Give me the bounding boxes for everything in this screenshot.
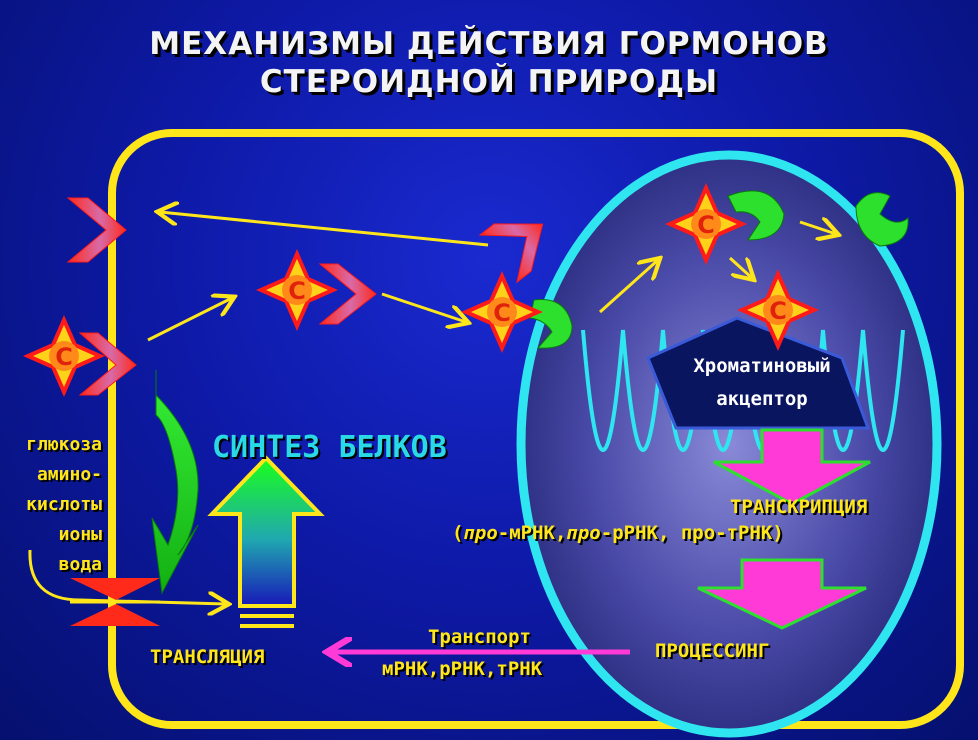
green-curved-arrow <box>151 370 199 595</box>
channel-top <box>70 578 160 600</box>
svg-text:С: С <box>493 299 511 327</box>
title-line-2: СТЕРОИДНОЙ ПРИРОДЫ <box>259 64 719 100</box>
rrna-trna-text: -рРНК, про-тРНК) <box>600 522 784 544</box>
acceptor-arrow <box>728 256 752 278</box>
title-line-1: МЕХАНИЗМЫ ДЕЙСТВИЯ ГОРМОНОВ <box>149 26 829 62</box>
chromatin-acceptor-line1: Хроматиновый <box>693 355 830 377</box>
pro-prefix-2: про <box>566 522 601 544</box>
chevron-left-complex <box>78 332 137 396</box>
pro-prefix-1: про <box>463 522 498 544</box>
processing-label: ПРОЦЕССИНГ <box>655 640 770 662</box>
transcription-label: ТРАНСКРИПЦИЯ <box>730 496 868 518</box>
transport-label-line2: мРНК,рРНК,тРНК <box>382 658 543 680</box>
channel-bottom <box>70 604 160 626</box>
mrna-text: -мРНК, <box>497 522 567 544</box>
svg-text:С: С <box>697 211 715 239</box>
paren-open: ( <box>452 522 464 544</box>
svg-text:С: С <box>288 277 306 305</box>
nutrients-list: глюкоза амино- кислоты ионы вода <box>0 430 102 580</box>
release-arrow <box>799 222 836 234</box>
transport-label-line1: Транспорт <box>428 626 531 648</box>
svg-text:С: С <box>55 343 73 371</box>
transcription-products: (про-мРНК,про-рРНК, про-тРНК) <box>452 522 784 544</box>
transcription-down-arrow <box>713 428 871 506</box>
receptor-free <box>855 192 909 247</box>
chromatin-acceptor-line2: акцептор <box>716 388 808 410</box>
nutrient-path <box>28 549 226 604</box>
receptor-nucleus <box>727 190 785 241</box>
chevron-top-left <box>66 197 127 263</box>
translation-label: ТРАНСЛЯЦИЯ <box>150 646 265 668</box>
protein-synthesis-up-arrow <box>207 455 325 608</box>
svg-text:С: С <box>769 297 787 325</box>
hormone-star-acceptor: С <box>737 269 819 351</box>
chromatin-acceptor-shape <box>646 316 871 430</box>
hormone-star-bound: С <box>461 271 543 353</box>
chevron-mid-complex <box>318 263 377 325</box>
entry-arrow <box>147 298 232 342</box>
processing-down-arrow <box>697 558 867 630</box>
hormone-star-entry: С <box>23 315 105 397</box>
protein-synthesis-label: СИНТЕЗ БЕЛКОВ <box>212 430 447 465</box>
hormone-star-nucleus: С <box>665 183 747 265</box>
nutrient-item: ионы <box>58 524 102 545</box>
nuclear-entry-arrow <box>598 260 658 314</box>
nutrient-item: амино- <box>36 464 102 485</box>
return-arrow <box>160 212 489 247</box>
binding-arrow <box>381 292 466 322</box>
chevron-released <box>478 223 544 284</box>
nutrient-item: кислоты <box>26 494 102 515</box>
cell-membrane <box>108 129 964 729</box>
nutrient-item: вода <box>58 554 102 575</box>
hormone-star-mid: С <box>256 249 338 331</box>
nutrient-item: глюкоза <box>26 434 102 455</box>
